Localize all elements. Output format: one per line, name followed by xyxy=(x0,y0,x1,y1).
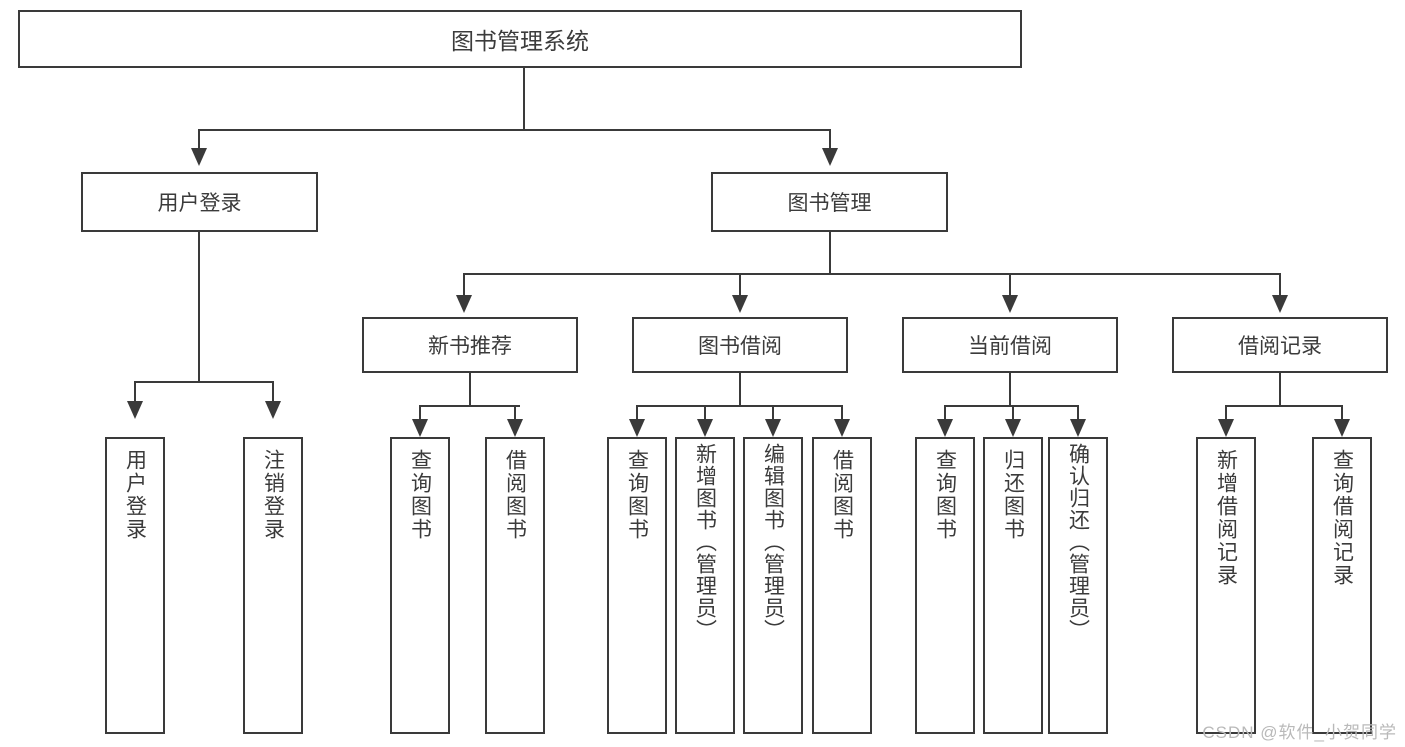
connector-lvl2-drop-2 xyxy=(739,273,741,297)
arrowhead-to-new-book-recommend xyxy=(456,295,472,313)
connector-root-bus xyxy=(198,129,831,131)
connector-user-login-bus xyxy=(134,381,273,383)
connector-borrow-record-stem xyxy=(1279,373,1281,406)
node-root-book-management-system[interactable]: 图书管理系统 xyxy=(18,10,1022,68)
arrowhead-leaf-query-record xyxy=(1334,419,1350,437)
connector-user-login-stem xyxy=(198,232,200,382)
node-user-login[interactable]: 用户登录 xyxy=(81,172,318,232)
connector-book-borrow-drop-1 xyxy=(636,405,638,421)
connector-root-to-lvl1-1 xyxy=(198,129,200,150)
connector-current-borrow-stem xyxy=(1009,373,1011,406)
leaf-borrow-book[interactable]: 借阅图书 xyxy=(812,437,872,734)
connector-current-borrow-bus xyxy=(944,405,1078,407)
leaf-query-book-current[interactable]: 查询图书 xyxy=(915,437,975,734)
connector-current-borrow-drop-3 xyxy=(1077,405,1079,421)
connector-new-book-stem xyxy=(469,373,471,406)
leaf-label: 借阅图书 xyxy=(503,449,527,541)
leaf-label: 编辑图书（管理员） xyxy=(761,443,785,641)
connector-book-borrow-drop-2 xyxy=(704,405,706,421)
arrowhead-leaf-user-login xyxy=(127,401,143,419)
node-borrow-record[interactable]: 借阅记录 xyxy=(1172,317,1388,373)
arrowhead-leaf-confirm-return xyxy=(1070,419,1086,437)
arrowhead-to-borrow-record xyxy=(1272,295,1288,313)
connector-lvl2-drop-1 xyxy=(463,273,465,297)
connector-book-borrow-drop-4 xyxy=(841,405,843,421)
leaf-label: 查询图书 xyxy=(933,449,957,541)
leaf-label: 注销登录 xyxy=(261,449,285,541)
node-book-management[interactable]: 图书管理 xyxy=(711,172,948,232)
node-current-borrow[interactable]: 当前借阅 xyxy=(902,317,1118,373)
arrowhead-leaf-logout xyxy=(265,401,281,419)
connector-lvl2-drop-3 xyxy=(1009,273,1011,297)
arrowhead-to-user-login xyxy=(191,148,207,166)
leaf-borrow-book-recommend[interactable]: 借阅图书 xyxy=(485,437,545,734)
connector-root-to-lvl1-2 xyxy=(829,129,831,150)
connector-borrow-record-drop-1 xyxy=(1225,405,1227,421)
node-new-book-recommend[interactable]: 新书推荐 xyxy=(362,317,578,373)
connector-current-borrow-drop-1 xyxy=(944,405,946,421)
node-label: 用户登录 xyxy=(157,192,242,215)
arrowhead-to-book-borrow xyxy=(732,295,748,313)
leaf-add-borrow-record[interactable]: 新增借阅记录 xyxy=(1196,437,1256,734)
arrowhead-to-book-management xyxy=(822,148,838,166)
node-book-borrow[interactable]: 图书借阅 xyxy=(632,317,848,373)
leaf-query-book-recommend[interactable]: 查询图书 xyxy=(390,437,450,734)
connector-new-book-bus xyxy=(419,405,520,407)
node-label: 当前借阅 xyxy=(968,335,1052,358)
connector-book-borrow-drop-3 xyxy=(772,405,774,421)
leaf-label: 确认归还（管理员） xyxy=(1066,443,1090,641)
node-label: 新书推荐 xyxy=(428,335,512,358)
leaf-label: 查询借阅记录 xyxy=(1330,449,1354,587)
leaf-label: 用户登录 xyxy=(123,449,147,541)
arrowhead-leaf-return-book xyxy=(1005,419,1021,437)
connector-new-book-drop-1 xyxy=(419,405,421,421)
connector-borrow-record-bus xyxy=(1225,405,1342,407)
leaf-label: 新增图书（管理员） xyxy=(693,443,717,641)
leaf-label: 借阅图书 xyxy=(830,449,854,541)
leaf-confirm-return-admin[interactable]: 确认归还（管理员） xyxy=(1048,437,1108,734)
watermark: CSDN @软件_小贺同学 xyxy=(1202,723,1397,742)
connector-user-login-drop-2 xyxy=(272,381,274,403)
arrowhead-leaf-edit-book xyxy=(765,419,781,437)
leaf-logout[interactable]: 注销登录 xyxy=(243,437,303,734)
leaf-query-book-borrow[interactable]: 查询图书 xyxy=(607,437,667,734)
connector-book-borrow-stem xyxy=(739,373,741,406)
connector-lvl2-drop-4 xyxy=(1279,273,1281,297)
leaf-user-login[interactable]: 用户登录 xyxy=(105,437,165,734)
connector-current-borrow-drop-2 xyxy=(1012,405,1014,421)
arrowhead-leaf-add-record xyxy=(1218,419,1234,437)
connector-book-management-stem xyxy=(829,232,831,274)
connector-book-borrow-bus xyxy=(636,405,842,407)
arrowhead-leaf-query-book-1 xyxy=(412,419,428,437)
node-label: 图书管理系统 xyxy=(451,28,589,54)
leaf-add-book-admin[interactable]: 新增图书（管理员） xyxy=(675,437,735,734)
connector-root-stem xyxy=(523,68,525,130)
node-label: 借阅记录 xyxy=(1238,335,1322,358)
connector-user-login-drop-1 xyxy=(134,381,136,403)
arrowhead-leaf-borrow-book-1 xyxy=(507,419,523,437)
leaf-return-book[interactable]: 归还图书 xyxy=(983,437,1043,734)
leaf-label: 查询图书 xyxy=(408,449,432,541)
arrowhead-to-current-borrow xyxy=(1002,295,1018,313)
leaf-label: 查询图书 xyxy=(625,449,649,541)
arrowhead-leaf-borrow-book-2 xyxy=(834,419,850,437)
node-label: 图书借阅 xyxy=(698,335,782,358)
arrowhead-leaf-query-book-3 xyxy=(937,419,953,437)
leaf-edit-book-admin[interactable]: 编辑图书（管理员） xyxy=(743,437,803,734)
arrowhead-leaf-add-book xyxy=(697,419,713,437)
connector-new-book-drop-2 xyxy=(514,405,516,421)
connector-borrow-record-drop-2 xyxy=(1341,405,1343,421)
node-label: 图书管理 xyxy=(787,192,872,215)
leaf-query-borrow-record[interactable]: 查询借阅记录 xyxy=(1312,437,1372,734)
connector-level2-bus xyxy=(463,273,1280,275)
leaf-label: 归还图书 xyxy=(1001,449,1025,541)
leaf-label: 新增借阅记录 xyxy=(1214,449,1238,587)
arrowhead-leaf-query-book-2 xyxy=(629,419,645,437)
